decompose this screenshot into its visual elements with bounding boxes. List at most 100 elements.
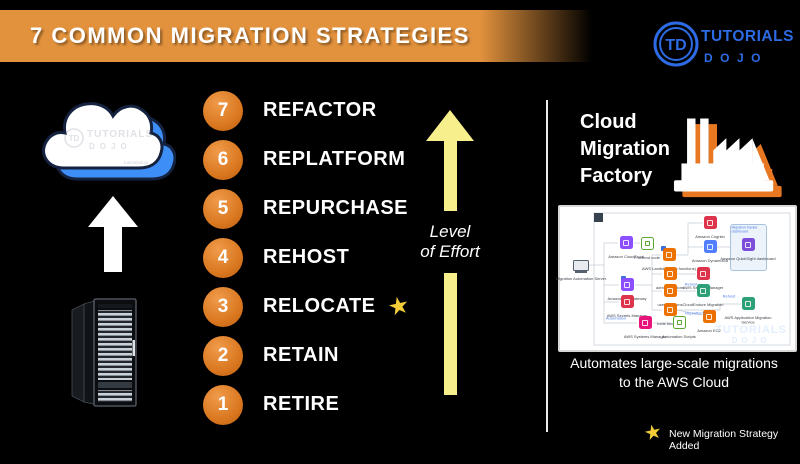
diagram-node-label: AWS Application Migration Service (724, 315, 772, 325)
strategy-label: RETIRE (263, 393, 340, 415)
diagram-node: Frontend code (617, 237, 677, 265)
aws-service-icon (741, 238, 755, 251)
logo-line1: TUTORIALS (701, 28, 794, 45)
diagram-node: AWS Application Migration Service (718, 297, 778, 334)
cloud-watermark-line1: TUTORIALS (87, 129, 153, 140)
diagram-node-label: tools functions (657, 321, 683, 326)
strategy-label: RETAIN (263, 344, 339, 366)
aws-service-icon (640, 237, 654, 250)
panel-heading: Cloud Migration Factory (580, 109, 670, 190)
diagram-node-label: Amazon CloudFront (608, 254, 644, 259)
effort-arrowhead-icon (426, 110, 474, 141)
strategy-row: 6 REPLATFORM (203, 135, 553, 184)
effort-label-line1: Level (429, 222, 471, 241)
diagram-node: CloudEndure Migration (673, 284, 733, 312)
logo-inner-ring-icon (659, 27, 693, 61)
level-of-effort-axis: Level of Effort (410, 110, 490, 395)
logo-ring-icon (653, 21, 699, 67)
logo-line2: DOJO (704, 51, 768, 65)
aws-service-icon (620, 278, 634, 291)
strategy-number-badge: 5 (203, 188, 243, 229)
strategy-row: 2 RETAIN (203, 331, 553, 380)
header-bar: 7 COMMON MIGRATION STRATEGIES (0, 10, 800, 62)
diagram-edge-label: Rehost (722, 294, 736, 299)
effort-shaft-upper (443, 141, 457, 211)
diagram-node-label: Amazon EC2 (697, 328, 721, 333)
strategy-label: REHOST (263, 246, 350, 268)
panel-heading-line3: Factory (580, 165, 653, 187)
panel-heading-line1: Cloud (580, 111, 637, 133)
diagram-node-label: Frontend code (634, 255, 660, 260)
diagram-edge-label: Replatform (685, 311, 705, 316)
star-icon: ★ (384, 290, 412, 322)
server-rack-icon (71, 298, 137, 407)
strategy-row: 5 REPURCHASE (203, 184, 553, 233)
vertical-divider (546, 100, 548, 432)
diagram-node-label: AWS Secrets Manager (606, 313, 648, 318)
diagram-node-label: Amazon QuickSight dashboard (720, 256, 776, 261)
cloud-watermark-line2: DOJO (89, 142, 132, 151)
diagram-node: tools functions (640, 303, 700, 331)
diagram-caption-line1: Automates large-scale migrations (570, 355, 778, 371)
diagram-node: Amazon DynamoDB (680, 240, 740, 268)
aws-service-icon (703, 216, 717, 229)
diagram-node-label: Amazon DynamoDB (691, 258, 729, 263)
strategy-row: 7 REFACTOR (203, 86, 553, 135)
aws-service-icon (663, 284, 677, 297)
diagram-edge-label: Automation (605, 316, 627, 321)
diagram-node: Amazon QuickSight dashboard (718, 238, 778, 266)
cmf-architecture-diagram: TUTORIALS DOJO Migration Automation Serv… (556, 205, 797, 352)
aws-service-icon (620, 295, 634, 308)
strategy-number-badge: 7 (203, 90, 243, 131)
effort-label-line2: of Effort (420, 242, 480, 261)
strategy-row: 3 RELOCATE ★ (203, 282, 553, 331)
diagram-caption-line2: to the AWS Cloud (619, 374, 729, 390)
aws-service-icon (703, 240, 717, 253)
strategy-label: REFACTOR (263, 99, 377, 121)
panel-heading-line2: Migration (580, 138, 670, 160)
strategy-number-badge: 2 (203, 335, 243, 376)
footnote-text: New Migration Strategy Added (669, 428, 779, 452)
diagram-node: AWS Systems Manager (615, 316, 675, 344)
aws-service-icon (663, 267, 677, 280)
diagram-node: AWS Secrets Manager (597, 295, 657, 323)
diagram-node-label: Automation Scripts (662, 334, 696, 339)
aws-service-icon (696, 284, 710, 297)
factory-icon (673, 118, 782, 198)
aws-service-icon (662, 248, 676, 261)
diagram-watermark-line1: TUTORIALS (715, 324, 787, 336)
diagram-node: Amazon EC2 (679, 310, 739, 338)
strategy-label: REPURCHASE (263, 197, 409, 219)
strategy-number-badge: 6 (203, 139, 243, 180)
cloud-watermark: TD TUTORIALS DOJO (64, 128, 153, 151)
diagram-node: Migration Automation Server (551, 258, 611, 286)
star-icon: ★ (642, 420, 665, 446)
aws-service-icon (672, 316, 686, 329)
strategy-number-badge: 3 (203, 286, 243, 327)
diagram-watermark: TUTORIALS DOJO (715, 324, 787, 345)
diagram-edge-label: Rehost (684, 282, 698, 287)
diagram-node-label: Migration Automation Server (555, 276, 607, 281)
aws-service-icon (696, 267, 710, 280)
tutorials-dojo-logo: TD TUTORIALS DOJO (653, 21, 794, 67)
server-rack-reflection (71, 413, 137, 464)
diagram-node-label: CloudEndure Migration (682, 302, 724, 307)
aws-service-icon (619, 236, 633, 249)
cloud-watermark-small: tutorialsdojo (124, 160, 149, 165)
diagram-watermark-line2: DOJO (731, 336, 771, 345)
strategy-label: REPLATFORM (263, 148, 406, 170)
aws-service-icon (573, 260, 589, 271)
effort-label: Level of Effort (410, 222, 490, 262)
aws-service-icon (638, 316, 652, 329)
diagram-node: Automation Scripts (649, 316, 709, 344)
server-rack-art (64, 292, 144, 464)
diagram-node-label: AWS Systems Manager (623, 334, 667, 339)
page-title: 7 COMMON MIGRATION STRATEGIES (30, 23, 470, 48)
aws-service-icon (702, 310, 716, 323)
strategy-label: RELOCATE (263, 295, 376, 317)
callout-note: Migration tracker dashboard (731, 226, 758, 234)
